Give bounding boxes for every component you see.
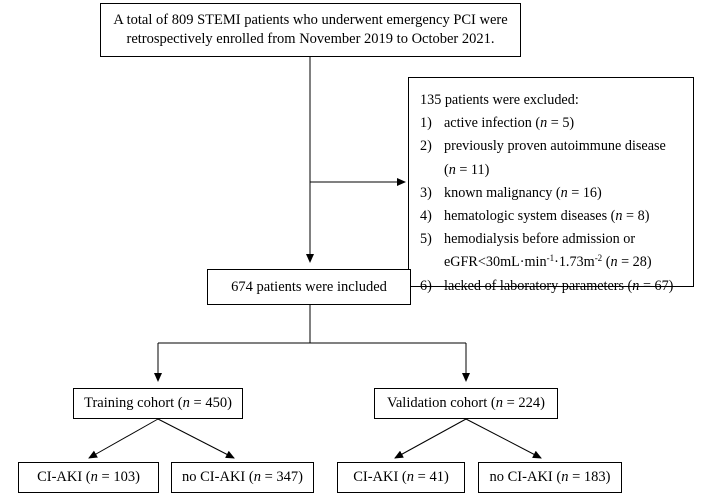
n-symbol: n: [632, 277, 640, 294]
arrow-validation-no-aki: [465, 418, 542, 459]
training-cohort-box: Training cohort (n = 450): [73, 388, 243, 419]
exclusion-item-number: 4): [420, 208, 432, 225]
validation-ci-aki-label: CI-AKI (n = 41): [353, 468, 449, 487]
exclusion-item-count: = 11): [455, 161, 490, 178]
validation-no-ci-aki-label: no CI-AKI (n = 183): [490, 468, 611, 487]
outcome-name: CI-AKI (: [37, 469, 91, 486]
training-no-ci-aki-box: no CI-AKI (n = 347): [171, 462, 314, 493]
included-label: 674 patients were included: [231, 278, 387, 295]
outcome-count: = 347): [260, 469, 303, 486]
arrow-validation-aki: [394, 418, 467, 459]
n-symbol: n: [610, 254, 618, 271]
exclusion-item-number: 3): [420, 184, 432, 201]
exclusion-item-6: 6) lacked of laboratory parameters (n = …: [420, 275, 683, 298]
exclusion-item-1: 1) active infection (n = 5): [420, 112, 683, 135]
validation-ci-aki-box: CI-AKI (n = 41): [337, 462, 465, 493]
validation-cohort-label: Validation cohort (n = 224): [387, 394, 545, 413]
validation-cohort-box: Validation cohort (n = 224): [374, 388, 558, 419]
exclusion-title: 135 patients were excluded:: [420, 92, 579, 108]
exponent: -2: [594, 253, 603, 264]
exclusion-item-number: 2): [420, 138, 432, 155]
exclusion-item-3: 3) known malignancy (n = 16): [420, 182, 683, 205]
exclusion-item-text: hematologic system diseases (: [444, 208, 616, 225]
cohort-count: = 224): [502, 395, 545, 412]
exponent: -1: [546, 253, 555, 264]
exclusion-item-count: = 28): [617, 254, 652, 271]
exclusion-item-4: 4) hematologic system diseases (n = 8): [420, 205, 683, 228]
exclusion-item-paren: (: [602, 254, 611, 271]
training-no-ci-aki-label: no CI-AKI (n = 347): [182, 468, 303, 487]
outcome-count: = 103): [97, 469, 140, 486]
n-symbol: n: [90, 469, 98, 486]
exclusion-item-count: = 8): [622, 208, 650, 225]
outcome-name: CI-AKI (: [353, 469, 407, 486]
egfr-text: eGFR<30mL·min: [444, 254, 547, 271]
outcome-count: = 183): [568, 469, 611, 486]
exclusion-item-number: 1): [420, 115, 432, 132]
n-symbol: n: [560, 184, 568, 201]
exclusion-item-text: active infection (: [444, 115, 541, 132]
exclusion-box: 135 patients were excluded: 1) active in…: [408, 77, 694, 294]
n-symbol: n: [615, 208, 623, 225]
exclusion-item-text: previously proven autoimmune disease: [444, 138, 666, 155]
cohort-count: = 450): [189, 395, 232, 412]
arrow-training-aki: [88, 418, 159, 459]
exclusion-item-text: lacked of laboratory parameters (: [444, 277, 633, 294]
included-box: 674 patients were included: [207, 269, 411, 305]
exclusion-item-5: 5) hemodialysis before admission or: [420, 228, 683, 251]
arrow-training-no-aki: [157, 418, 235, 459]
exclusion-item-paren: (: [444, 161, 449, 178]
outcome-name: no CI-AKI (: [489, 469, 562, 486]
exclusion-item-5-continued: eGFR<30mL·min-1·1.73m-2 (n = 28): [420, 251, 683, 274]
exclusion-item-text: known malignancy (: [444, 184, 561, 201]
training-ci-aki-label: CI-AKI (n = 103): [37, 468, 140, 487]
n-symbol: n: [182, 395, 190, 412]
n-symbol: n: [495, 395, 503, 412]
n-symbol: n: [448, 161, 456, 178]
n-symbol: n: [561, 469, 569, 486]
outcome-count: = 41): [414, 469, 449, 486]
exclusion-item-text: hemodialysis before admission or: [444, 231, 636, 248]
enrollment-line-2: retrospectively enrolled from November 2…: [126, 31, 495, 47]
enrollment-line-1: A total of 809 STEMI patients who underw…: [113, 12, 508, 29]
outcome-name: no CI-AKI (: [182, 469, 254, 486]
exclusion-item-count: = 67): [639, 277, 674, 294]
training-cohort-label: Training cohort (n = 450): [84, 394, 232, 413]
n-symbol: n: [253, 469, 261, 486]
exclusion-item-2-continued: (n = 11): [420, 159, 683, 182]
training-ci-aki-box: CI-AKI (n = 103): [18, 462, 159, 493]
exclusion-item-number: 6): [420, 277, 432, 294]
enrollment-box: A total of 809 STEMI patients who underw…: [100, 3, 521, 57]
exclusion-item-count: = 5): [547, 115, 575, 132]
validation-no-ci-aki-box: no CI-AKI (n = 183): [478, 462, 622, 493]
cohort-name: Validation cohort (: [387, 395, 496, 412]
exclusion-item-count: = 16): [567, 184, 602, 201]
egfr-unit-text: ·1.73m: [554, 254, 595, 271]
n-symbol: n: [406, 469, 415, 486]
exclusion-item-2: 2) previously proven autoimmune disease: [420, 135, 683, 158]
n-symbol: n: [540, 115, 548, 132]
cohort-name: Training cohort (: [84, 395, 183, 412]
exclusion-item-number: 5): [420, 231, 432, 248]
